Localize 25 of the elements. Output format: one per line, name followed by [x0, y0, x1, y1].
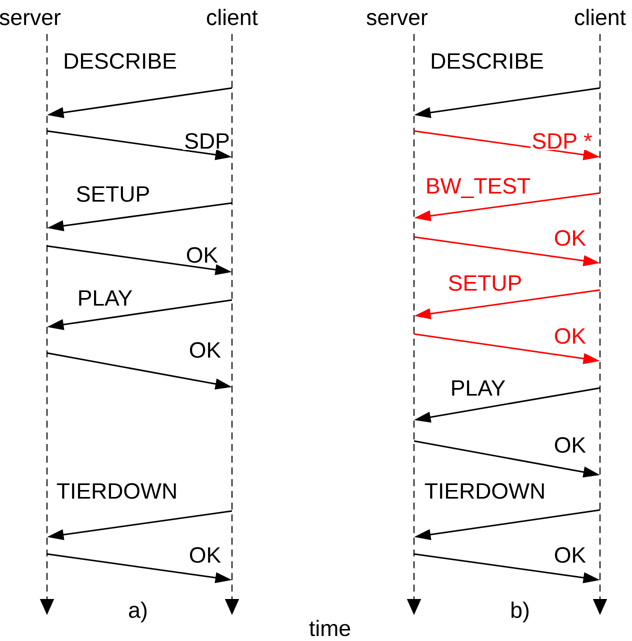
edge-label: OK: [552, 546, 588, 564]
edge-label: DESCRIBE: [62, 52, 178, 70]
edge-label: SDP *: [530, 132, 594, 150]
caption-label: a): [129, 602, 146, 622]
edge-label: OK: [184, 246, 220, 264]
edge-label: SETUP: [74, 184, 152, 204]
edge-label: DESCRIBE: [428, 52, 546, 70]
edge-label: TIERDOWN: [423, 482, 547, 500]
lifeline-label: server: [366, 13, 428, 26]
lifeline-label: server: [0, 13, 61, 26]
lifeline-label: client: [574, 8, 626, 26]
edge-label: BW_TEST: [424, 176, 532, 200]
lifeline-label: client: [206, 8, 258, 26]
edge-label: TIERDOWN: [55, 482, 179, 500]
edge-label: SDP: [182, 132, 232, 150]
caption-label: time: [309, 620, 350, 636]
edge-label: OK: [188, 546, 222, 564]
caption-label: b): [512, 602, 528, 622]
edge-label: OK: [552, 228, 588, 248]
edge-label: OK: [188, 340, 222, 360]
edge-label: OK: [552, 326, 588, 346]
edge-label: PLAY: [449, 379, 507, 397]
edge-label: OK: [552, 436, 588, 454]
edge-label: SETUP: [446, 274, 524, 292]
edge-label: PLAY: [76, 289, 134, 307]
